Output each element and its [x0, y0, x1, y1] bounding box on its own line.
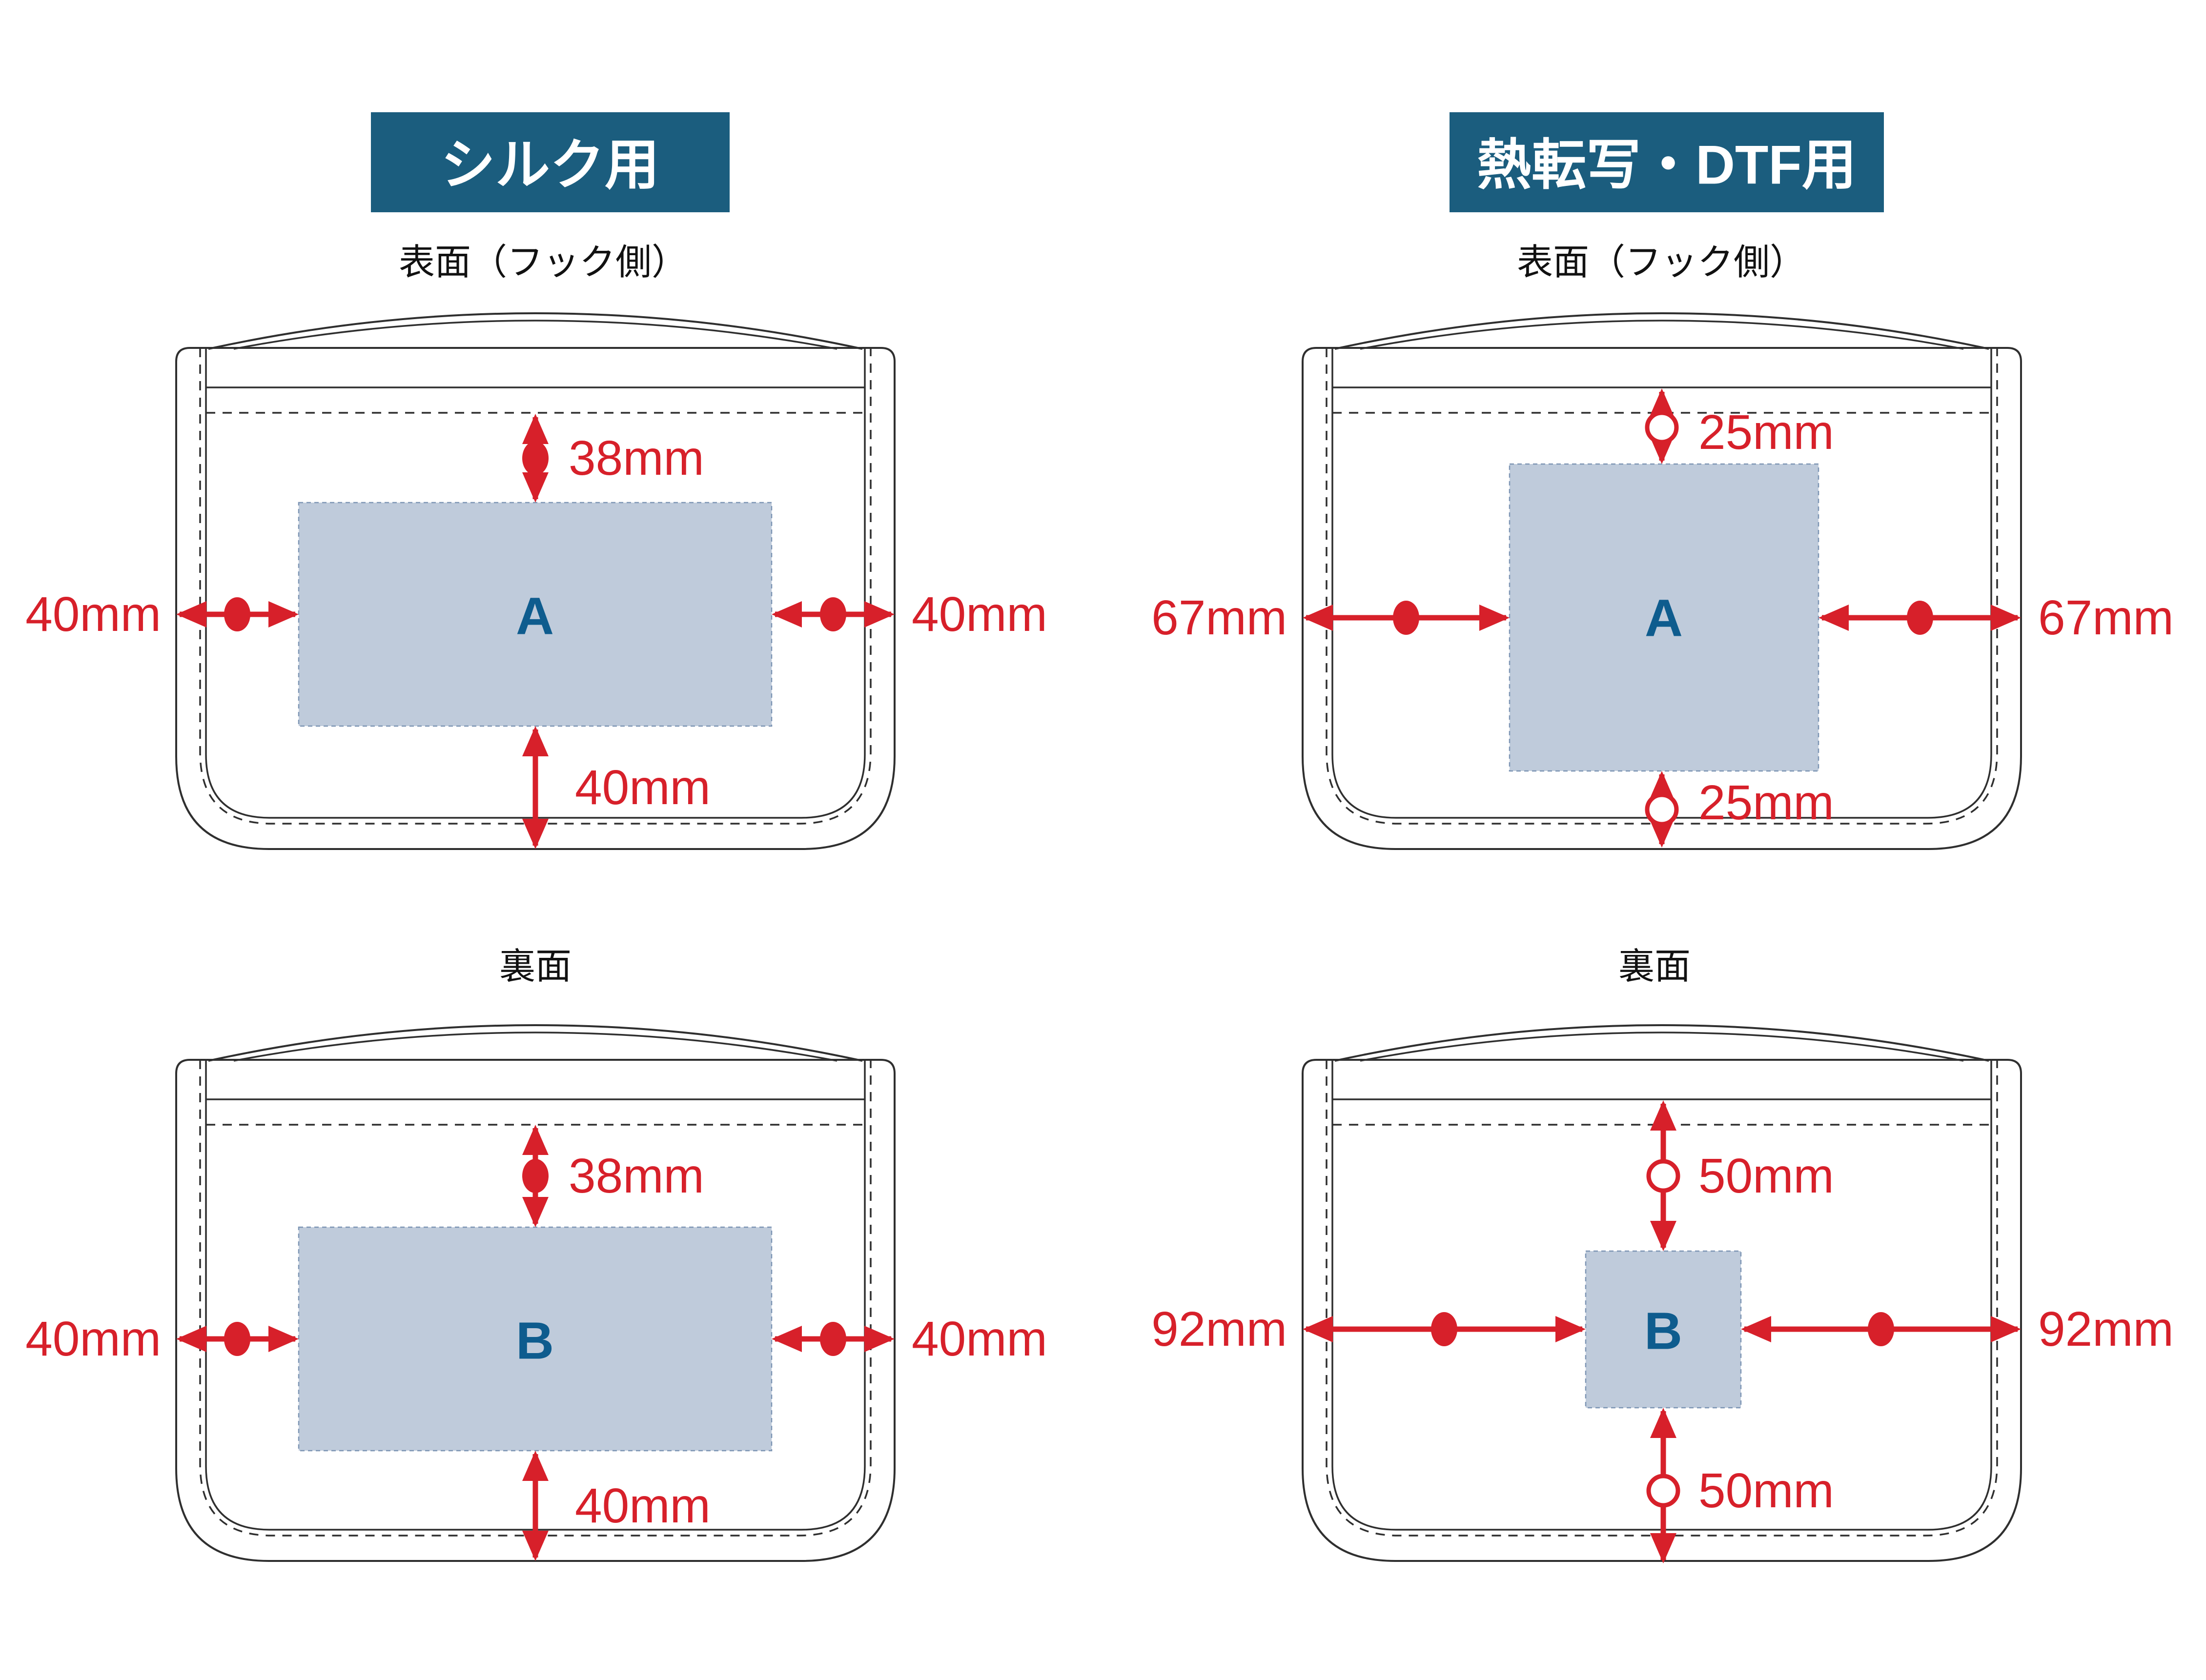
dim-arrow-left: 67mm — [1151, 590, 1510, 645]
dim-arrow-bottom: 40mm — [522, 1451, 711, 1561]
dim-arrow-left: 92mm — [1151, 1302, 1586, 1356]
center-dot — [522, 1159, 549, 1193]
dim-label-left: 40mm — [25, 1312, 161, 1366]
dim-arrow-top: 25mm — [1645, 388, 1834, 464]
center-dot — [224, 597, 250, 631]
header-silk-box — [371, 112, 730, 212]
print-area — [298, 502, 773, 727]
section-label: 表面（フック側） — [399, 242, 688, 283]
center-ring — [1646, 1474, 1680, 1508]
dim-label-left: 92mm — [1151, 1302, 1287, 1356]
dim-label-top: 25mm — [1698, 405, 1834, 460]
dim-label-left: 40mm — [25, 587, 161, 642]
center-dot — [820, 1322, 846, 1356]
dim-label-bottom: 25mm — [1698, 775, 1834, 830]
dim-label-right: 92mm — [2038, 1302, 2174, 1356]
dim-arrow-bottom: 50mm — [1646, 1408, 1834, 1563]
center-dot — [820, 597, 846, 631]
center-ring — [1645, 792, 1679, 827]
center-dot — [224, 1322, 250, 1356]
dim-arrow-right: 40mm — [772, 587, 1047, 642]
dim-arrow-bottom: 40mm — [522, 726, 711, 849]
header-dtf-box — [1450, 112, 1884, 212]
section-label: 表面（フック側） — [1517, 242, 1806, 283]
diagram-silk-back: 裏面 B 38mm 40mm 40mm 4 — [25, 946, 1047, 1562]
section-label: 裏面 — [1618, 946, 1691, 987]
center-dot — [1393, 601, 1419, 635]
print-area-label: B — [516, 1311, 554, 1370]
section-label: 裏面 — [499, 946, 572, 987]
dim-arrow-bottom: 25mm — [1645, 771, 1834, 848]
dim-label-right: 40mm — [912, 587, 1047, 642]
header-dtf: 熱転写・DTF用 — [1450, 112, 1884, 212]
dim-label-bottom: 40mm — [575, 760, 711, 815]
center-dot — [1907, 601, 1933, 635]
print-area — [1585, 1250, 1742, 1409]
dim-label-left: 67mm — [1151, 590, 1287, 645]
diagram-dtf-back: 裏面 B 50mm 92mm 92mm — [1151, 946, 2174, 1563]
dim-arrow-left: 40mm — [25, 1312, 299, 1366]
dim-arrow-top: 50mm — [1646, 1100, 1834, 1251]
dim-label-right: 40mm — [912, 1312, 1047, 1366]
print-area-label: B — [1644, 1301, 1682, 1360]
center-ring — [1646, 1159, 1680, 1193]
header-dtf-title: 熱転写・DTF用 — [1477, 135, 1857, 196]
dim-arrow-left: 40mm — [25, 587, 299, 642]
dim-arrow-right: 67mm — [1818, 590, 2174, 645]
dim-label-top: 50mm — [1698, 1149, 1834, 1203]
print-area — [1509, 463, 1819, 772]
diagram-silk-front: 表面（フック側） A 38mm 40mm 40mm — [25, 242, 1047, 850]
center-dot — [1431, 1312, 1457, 1346]
dim-arrow-top: 38mm — [522, 414, 704, 503]
dim-label-bottom: 50mm — [1698, 1463, 1834, 1518]
print-area-label: A — [516, 587, 554, 646]
diagram-dtf-front: 表面（フック側） A 25mm 67mm 67mm — [1151, 242, 2174, 850]
dim-arrow-right: 92mm — [1741, 1302, 2174, 1356]
header-silk-title: シルク用 — [441, 135, 659, 196]
dim-label-bottom: 40mm — [575, 1478, 711, 1533]
center-ring — [1645, 410, 1679, 445]
dim-arrow-right: 40mm — [772, 1312, 1047, 1366]
dim-label-top: 38mm — [569, 1149, 704, 1203]
print-area-label: A — [1645, 588, 1683, 648]
header-silk: シルク用 — [371, 112, 730, 212]
dim-arrow-top: 38mm — [522, 1125, 704, 1227]
dim-label-top: 38mm — [569, 431, 704, 486]
center-dot — [1868, 1312, 1894, 1346]
dim-label-right: 67mm — [2038, 590, 2174, 645]
center-dot — [522, 441, 549, 475]
